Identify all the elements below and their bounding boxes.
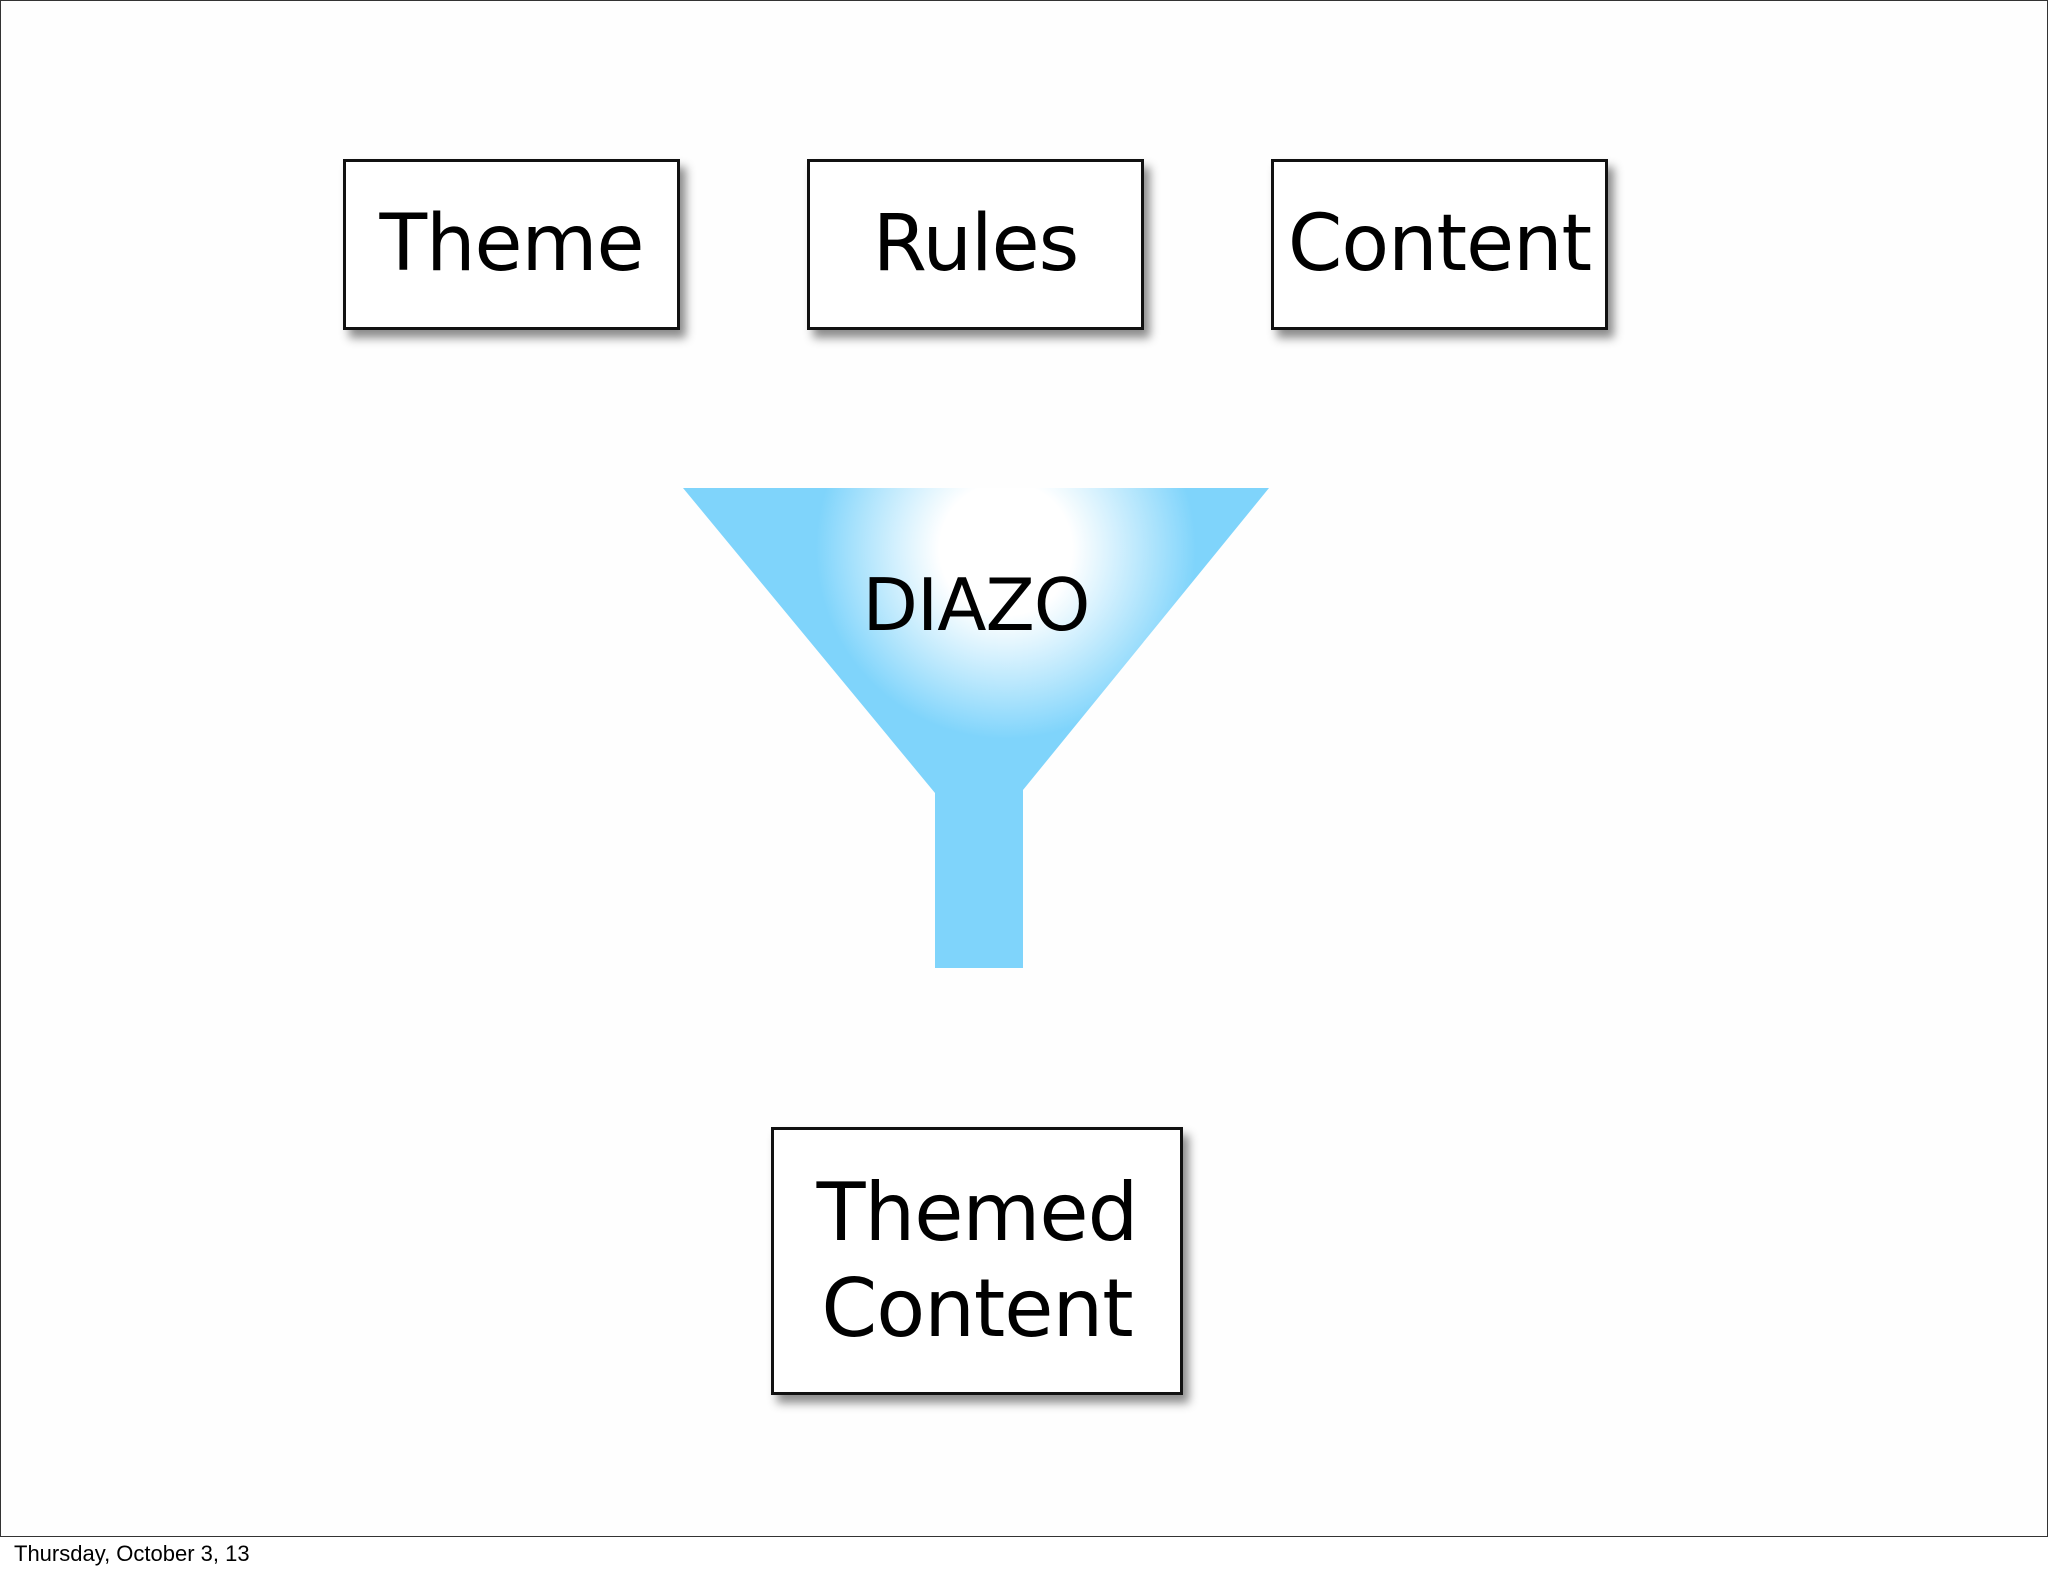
themed-content-line-2: Content (821, 1262, 1133, 1355)
slide-canvas: Theme Rules Content DIAZO Themed Content (0, 0, 2048, 1537)
themed-content-line-1: Themed (816, 1166, 1139, 1259)
themed-content-box: Themed Content (771, 1127, 1183, 1395)
rules-label: Rules (872, 198, 1079, 289)
theme-label: Theme (379, 198, 644, 289)
rules-box: Rules (807, 159, 1144, 330)
funnel-shape (683, 488, 1269, 968)
content-label: Content (1287, 198, 1592, 289)
theme-box: Theme (343, 159, 680, 330)
diazo-label: DIAZO (862, 563, 1091, 647)
content-box: Content (1271, 159, 1608, 330)
footer-date: Thursday, October 3, 13 (14, 1541, 250, 1566)
funnel-body (683, 488, 1269, 968)
